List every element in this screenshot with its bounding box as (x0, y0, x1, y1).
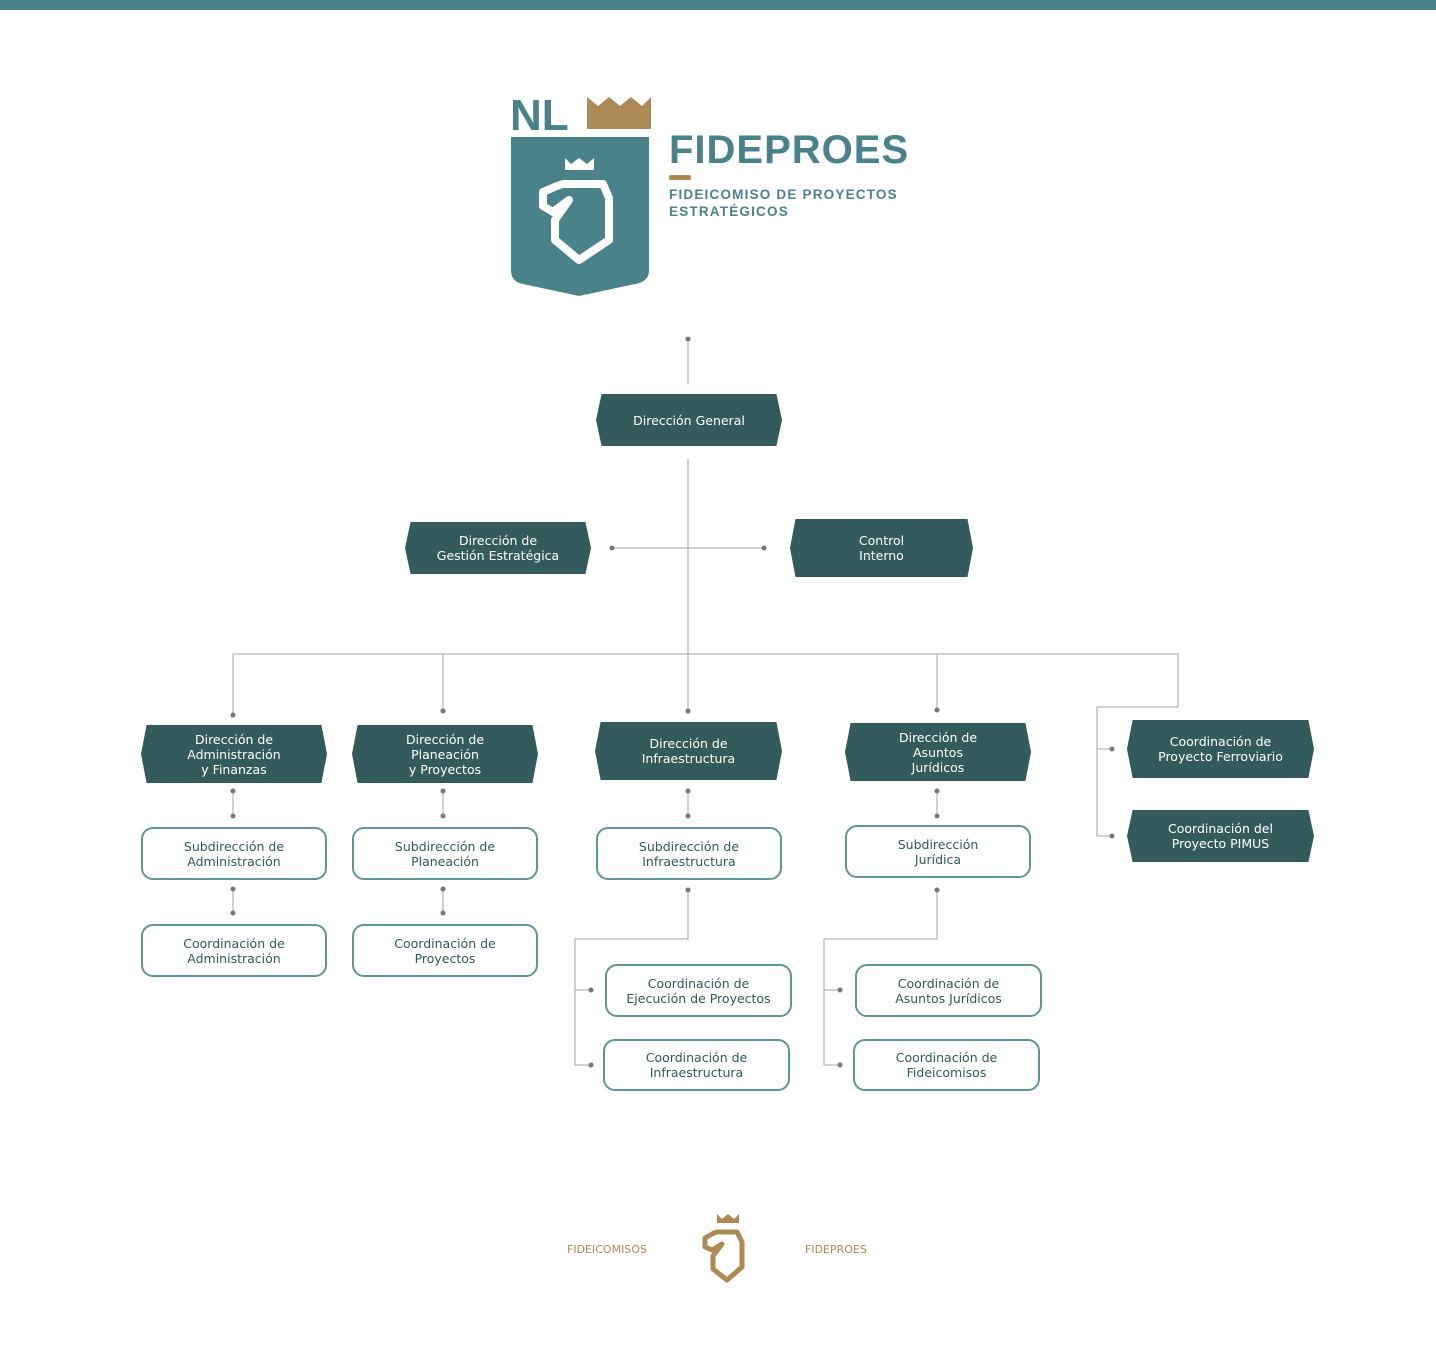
node-proyecto-pimus[interactable]: Coordinación del Proyecto PIMUS (1127, 810, 1314, 862)
node-gestion-estrategica[interactable]: Dirección de Gestión Estratégica (405, 522, 591, 574)
node-coordinacion-administracion[interactable]: Coordinación de Administración (141, 924, 327, 977)
node-asuntos-juridicos[interactable]: Dirección de Asuntos Jurídicos (845, 723, 1031, 781)
node-coordinacion-fideicomisos[interactable]: Coordinación de Fideicomisos (853, 1039, 1040, 1091)
brand-subtitle: FIDEICOMISO DE PROYECTOS ESTRATÉGICOS (669, 187, 898, 219)
node-direccion-general[interactable]: Dirección General (596, 394, 782, 446)
node-coordinacion-asuntos-juridicos[interactable]: Coordinación de Asuntos Jurídicos (855, 964, 1042, 1017)
svg-text:NL: NL (510, 91, 569, 140)
top-bar (0, 0, 1436, 10)
node-subdireccion-juridica[interactable]: Subdirección Jurídica (845, 825, 1031, 878)
brand-title: FIDEPROES (669, 128, 910, 172)
footer-right-text: FIDEPROES (805, 1243, 867, 1256)
node-subdireccion-administracion[interactable]: Subdirección de Administración (141, 827, 327, 880)
node-coordinacion-infraestructura[interactable]: Coordinación de Infraestructura (603, 1039, 790, 1091)
node-subdireccion-planeacion[interactable]: Subdirección de Planeación (352, 827, 538, 880)
node-coordinacion-proyectos[interactable]: Coordinación de Proyectos (352, 924, 538, 977)
node-planeacion-proyectos[interactable]: Dirección de Planeación y Proyectos (352, 725, 538, 783)
node-infraestructura[interactable]: Dirección de Infraestructura (595, 722, 782, 780)
brand-divider (669, 175, 691, 180)
node-subdireccion-infraestructura[interactable]: Subdirección de Infraestructura (596, 827, 782, 880)
node-proyecto-ferroviario[interactable]: Coordinación de Proyecto Ferroviario (1127, 720, 1314, 778)
footer-left-text: FIDEICOMISOS (567, 1243, 647, 1256)
footer-emblem-icon (702, 1214, 745, 1283)
nl-shield-logo: NL (510, 91, 651, 296)
node-coordinacion-ejecucion-proyectos[interactable]: Coordinación de Ejecución de Proyectos (605, 964, 792, 1017)
node-administracion-finanzas[interactable]: Dirección de Administración y Finanzas (141, 725, 327, 783)
node-control-interno[interactable]: Control Interno (790, 519, 973, 577)
